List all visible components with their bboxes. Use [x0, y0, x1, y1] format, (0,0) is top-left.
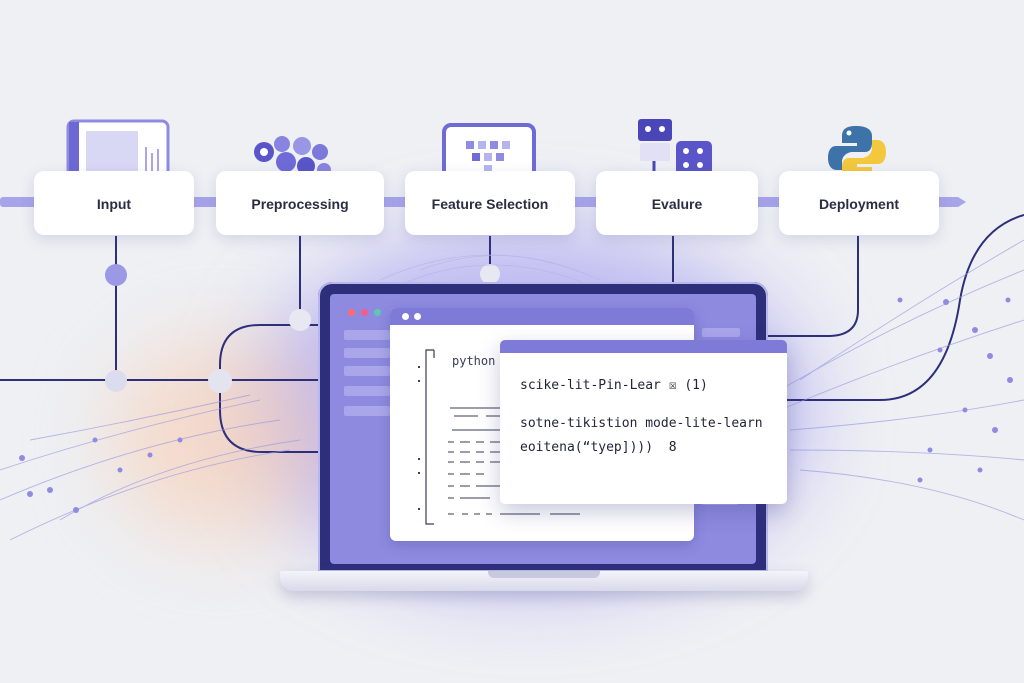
screen-bar — [702, 328, 740, 337]
left-loop — [219, 324, 330, 453]
popup-code-line: scike-lit-Pin-Lear ☒ (1) — [520, 378, 708, 393]
minimize-dot-icon — [361, 309, 368, 316]
step-label-feature-selection: Feature Selection — [431, 196, 549, 212]
right-curve — [768, 214, 1024, 401]
step-card-input: Input — [34, 171, 194, 235]
step-label-deployment: Deployment — [818, 196, 900, 212]
rail-arrow — [958, 197, 966, 207]
sidebar-bar — [344, 386, 390, 396]
folder-icon — [66, 119, 170, 185]
step-card-preprocessing: Preprocessing — [216, 171, 384, 235]
step-card-evalure: Evalure — [596, 171, 758, 235]
popup-titlebar — [500, 340, 787, 353]
code-titlebar — [390, 308, 694, 325]
maximize-dot-icon — [374, 309, 381, 316]
drop-deployment — [768, 236, 859, 337]
node-input — [105, 264, 127, 286]
step-card-feature-selection: Feature Selection — [405, 171, 575, 235]
node-feature — [480, 264, 500, 284]
step-label-preprocessing: Preprocessing — [251, 196, 349, 212]
titlebar-dot-icon — [414, 313, 421, 320]
step-label-evalure: Evalure — [651, 196, 703, 212]
network-right — [779, 239, 1024, 521]
popup-code-line: sotne-tikistion mode-lite-learn — [520, 416, 763, 431]
sidebar-bar — [344, 348, 390, 358]
code-popup: scike-lit-Pin-Lear ☒ (1) sotne-tikistion… — [500, 340, 787, 504]
sidebar-bar — [344, 330, 390, 340]
code-language-label: python — [452, 354, 496, 368]
step-card-deployment: Deployment — [779, 171, 939, 235]
node-left-rail — [105, 370, 127, 392]
titlebar-dot-icon — [402, 313, 409, 320]
network-left-dots — [19, 437, 183, 513]
step-label-input: Input — [96, 196, 132, 212]
node-preprocessing — [289, 309, 311, 331]
sidebar-bar — [344, 406, 390, 416]
laptop-base — [280, 571, 808, 591]
robot-evaluation-icon — [634, 117, 714, 189]
close-dot-icon — [348, 309, 355, 316]
network-top — [379, 254, 601, 286]
code-scribble — [418, 349, 580, 525]
sidebar-bar — [344, 366, 390, 376]
laptop-notch — [488, 571, 600, 578]
network-right-dots — [897, 297, 1013, 483]
window-controls — [348, 309, 381, 316]
node-loop — [208, 369, 232, 393]
popup-code-line: eoitena(“tyep]))) 8 — [520, 440, 677, 455]
network-left — [0, 394, 301, 541]
